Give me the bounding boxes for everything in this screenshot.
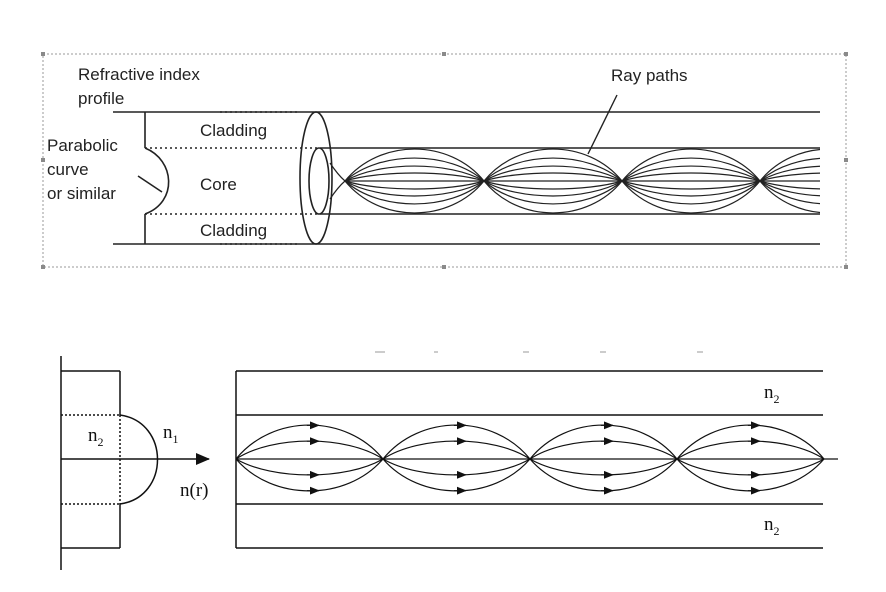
label-curve: curve [47,160,89,179]
label-refractive-index: Refractive index [78,65,200,84]
label-ray-paths: Ray paths [611,66,688,85]
bottom-ray [235,458,384,476]
label-parabolic: Parabolic [47,136,118,155]
top-ray [483,180,623,190]
top-ray [344,180,485,205]
bottom-ray [529,458,678,476]
top-ray [344,172,485,182]
top-ray [483,180,623,214]
label-n1: n1 [163,422,179,446]
top-ray [759,180,820,190]
top-ray [344,180,485,190]
label-n2-bottom: n2 [764,514,780,538]
top-ray-entry [329,162,346,182]
top-ray [483,180,623,197]
top-ray [621,148,761,182]
bottom-ray [676,458,825,476]
top-ray [344,148,485,182]
profile-frame [113,111,320,245]
bottom-ray [529,424,678,460]
label-or-similar: or similar [47,184,116,203]
fiber-end-face [299,111,333,245]
top-ray [621,180,761,197]
top-ray [759,165,820,182]
label-profile: profile [78,89,124,108]
label-n-r: n(r) [180,480,208,501]
top-ray [483,172,623,182]
bottom-ray [382,458,531,476]
label-cladding-top: Cladding [200,121,267,140]
bottom-ray [382,424,531,460]
top-ray [483,165,623,182]
bottom-ray [235,440,384,460]
label-n2-top: n2 [764,382,780,406]
label-n2-profile: n2 [88,425,104,449]
top-ray [621,157,761,182]
selection-handles[interactable] [41,52,848,269]
selection-frame[interactable] [42,53,847,268]
index-profile-plot [60,356,210,570]
top-ray [621,172,761,182]
top-ray-paths [329,148,820,214]
top-ray [621,165,761,182]
label-cladding-bottom: Cladding [200,221,267,240]
top-ray [759,172,820,182]
top-ray [621,180,761,214]
bottom-ray [382,440,531,460]
fiber-side-view [235,370,838,549]
top-ray-entry [329,180,346,200]
fiber-outline [300,111,820,245]
top-ray [344,180,485,197]
bottom-ray [676,440,825,460]
bottom-figure: n2 n1 n(r) n2 n2 [60,351,838,570]
label-core: Core [200,175,237,194]
top-ray [344,180,485,214]
top-ray [621,180,761,190]
top-ray [344,165,485,182]
top-ray [483,148,623,182]
top-figure: Refractive index profile Parabolic curve… [41,52,848,269]
bottom-ray [676,424,825,460]
bottom-ray [235,424,384,460]
top-ray [759,180,820,213]
top-ray [759,157,820,182]
bottom-ray [529,440,678,460]
top-ray [483,157,623,182]
top-ray [344,157,485,182]
top-ray [759,149,820,182]
top-ray [621,180,761,205]
top-ray [483,180,623,205]
ray-paths-pointer [587,94,618,155]
bottom-ray-paths [235,421,825,495]
top-ray [759,180,820,205]
top-ray [759,180,820,197]
